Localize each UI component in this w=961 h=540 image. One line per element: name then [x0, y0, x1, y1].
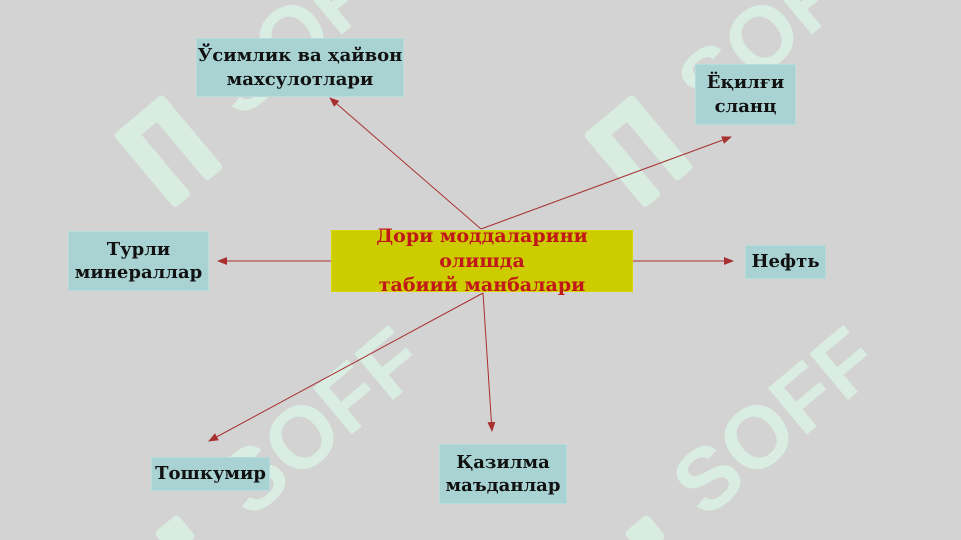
node-fossil-ores-line-2: маъданлар [445, 475, 561, 496]
arrow-to-plant-animal [329, 97, 482, 230]
node-fossil-ores-line-1: Қазилма [456, 451, 550, 473]
node-oil: Нефть [745, 245, 826, 279]
center-node: Дори моддаларини олишда табиий манбалари [331, 225, 633, 296]
node-plant-animal-line-2: махсулотлари [226, 68, 374, 90]
node-oil-shale: Ёқилғи сланц [695, 64, 796, 125]
node-minerals-line-1: Турли [106, 238, 171, 260]
center-line-1: Дори моддаларини олишда [376, 224, 588, 272]
node-oil-shale-line-2: сланц [714, 95, 777, 117]
node-plant-animal-products: Ўсимлик ва ҳайвон махсулотлари [196, 38, 404, 97]
node-oil-label: Нефть [751, 251, 820, 273]
node-minerals: Турли минераллар [68, 231, 209, 291]
node-coal: Тошкумир [151, 457, 270, 491]
arrow-to-fossil-ores [482, 292, 496, 432]
node-minerals-line-2: минераллар [74, 262, 203, 283]
node-plant-animal-line-1: Ўсимлик ва ҳайвон [197, 45, 403, 67]
node-fossil-ores: Қазилма маъданлар [439, 444, 567, 504]
center-line-2: табиий манбалари [378, 274, 586, 297]
node-oil-shale-line-1: Ёқилғи [706, 72, 785, 94]
arrow-to-coal [208, 292, 484, 442]
arrow-to-oil-shale [480, 136, 732, 230]
node-coal-label: Тошкумир [155, 463, 266, 485]
